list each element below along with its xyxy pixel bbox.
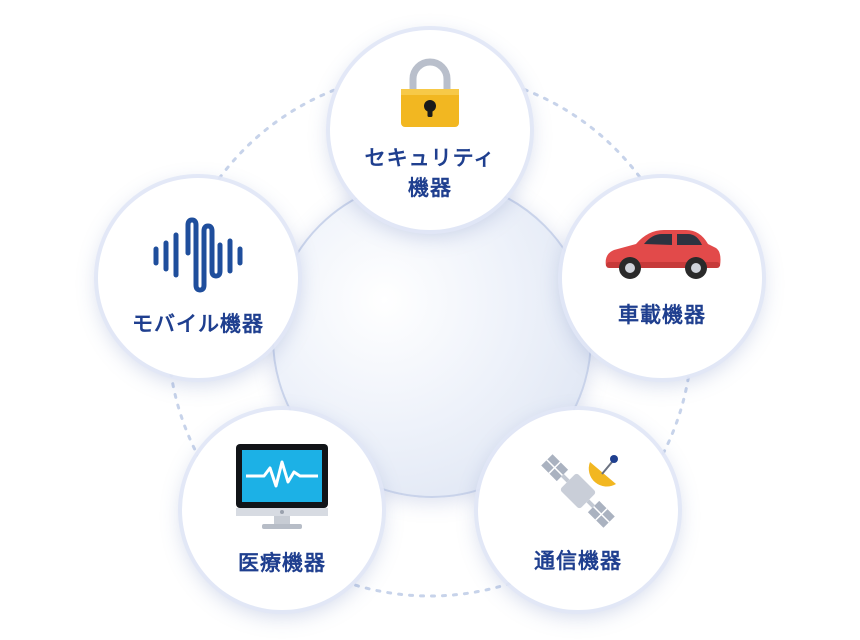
satellite-icon — [541, 454, 618, 528]
node-label: 医療機器 — [238, 551, 326, 575]
car-icon — [605, 230, 721, 279]
node-label: 車載機器 — [618, 303, 706, 327]
padlock-icon — [401, 58, 459, 127]
node-vehicle-devices[interactable]: 車載機器 — [562, 178, 762, 378]
sound-wave-icon — [153, 217, 243, 293]
node-label: モバイル機器 — [132, 312, 264, 336]
node-mobile-devices[interactable]: モバイル機器 — [98, 178, 298, 378]
monitor-heartbeat-icon — [236, 444, 328, 529]
node-security-devices[interactable]: セキュリティ 機器 — [330, 30, 530, 230]
node-label: セキュリティ 機器 — [364, 146, 496, 200]
node-label: 通信機器 — [534, 549, 622, 573]
node-medical-devices[interactable]: 医療機器 — [182, 410, 382, 610]
node-communication-devices[interactable]: 通信機器 — [478, 410, 678, 610]
